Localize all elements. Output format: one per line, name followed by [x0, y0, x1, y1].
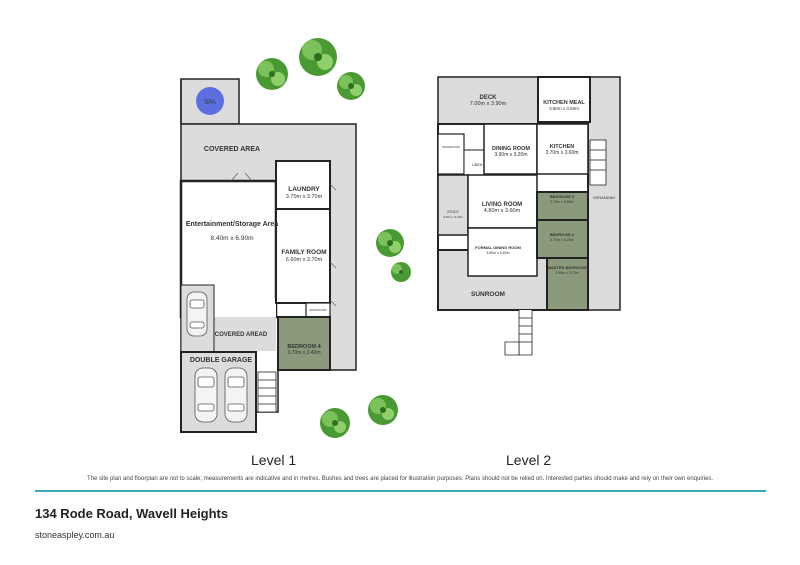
kitchen-meal-dimensions: 3.80m x 3.60m [549, 106, 579, 111]
kitchen-dimensions: 3.70m x 3.60m [545, 150, 578, 156]
family-room-dimensions: 6.60m x 3.70m [286, 257, 323, 263]
study-label: STUDY [447, 210, 460, 214]
master-bedroom-dimensions: 3.90m x 3.70m [555, 271, 578, 275]
tree-icon [320, 408, 350, 438]
spa-label: SPA [204, 100, 216, 106]
floorplan-drawing: SPA [179, 38, 621, 438]
sunroom-label: SUNROOM [471, 291, 505, 298]
level1-title: Level 1 [251, 452, 297, 468]
tree-icon [299, 38, 337, 76]
disclaimer-text: The site plan and floorplan are not to s… [86, 476, 714, 482]
laundry-dimensions: 3.70m x 3.70m [286, 194, 323, 200]
deck-dimensions: 7.00m x 3.90m [470, 101, 507, 107]
laundry-label: LAUNDRY [288, 186, 320, 193]
bathroom-label: BATHROOM [309, 308, 327, 312]
tree-icon [368, 395, 398, 425]
agency-website-link[interactable]: stoneaspley.com.au [35, 530, 115, 540]
double-garage-label: DOUBLE GARAGE [190, 357, 253, 364]
covered-area-label: COVERED AREA [204, 146, 260, 153]
tree-icon [256, 58, 288, 90]
covered-aread-label: COVERED AREAD [215, 332, 268, 338]
bedroom2-dimensions: 3.70m x 3.20m [550, 238, 573, 242]
divider-rule [35, 490, 766, 492]
living-room-dimensions: 4.80m x 3.60m [484, 208, 521, 214]
tree-icon [391, 262, 411, 282]
tree-icon [376, 229, 404, 257]
tree-icon [337, 72, 365, 100]
study-dimensions: 3.40m x 3.30m [443, 215, 463, 219]
kitchen-label: KITCHEN [550, 144, 574, 150]
dining-room-label: DINING ROOM [492, 146, 530, 152]
level1-plan: SPA [179, 78, 357, 433]
bedroom3-dimensions: 3.70m x 3.60m [550, 200, 573, 204]
spa-pool [196, 87, 224, 115]
dining-room-dimensions: 3.90m x 3.30m [494, 152, 527, 158]
master-bedroom-label: MASTER BEDROOM [548, 265, 588, 270]
entertainment-dimensions: 8.40m x 6.90m [211, 235, 254, 242]
entertainment-label: Entertainment/Storage Area [186, 221, 278, 228]
car-icon [194, 367, 218, 423]
verandah-label: VERANDAH [593, 195, 615, 200]
bedroom2-label: BEDROOM 2 [550, 232, 575, 237]
car-icon [186, 291, 208, 337]
family-room-label: FAMILY ROOM [281, 249, 326, 256]
bedroom3-label: BEDROOM 3 [550, 194, 575, 199]
deck-label: DECK [479, 95, 497, 101]
bathroom-label: BATHROOM [442, 145, 460, 149]
property-address: 134 Rode Road, Wavell Heights [35, 506, 229, 521]
bedroom4-label: BEDROOM 4 [287, 344, 321, 350]
living-room-label: LIVING ROOM [482, 202, 522, 208]
kitchen-meal-label: KITCHEN MEAL [543, 100, 585, 106]
formal-dining-label: FORMAL DINING ROOM [475, 245, 521, 250]
car-icon [224, 367, 248, 423]
level2-plan: DECK 7.00m x 3.90m KITCHEN MEAL 3.80m x … [437, 76, 621, 356]
linen-label: LINEN [472, 163, 483, 167]
formal-dining-dimensions: 3.80m x 3.60m [486, 251, 509, 255]
bedroom4-dimensions: 3.70m x 3.40m [287, 350, 320, 356]
trees [256, 38, 411, 438]
level2-title: Level 2 [506, 452, 552, 468]
